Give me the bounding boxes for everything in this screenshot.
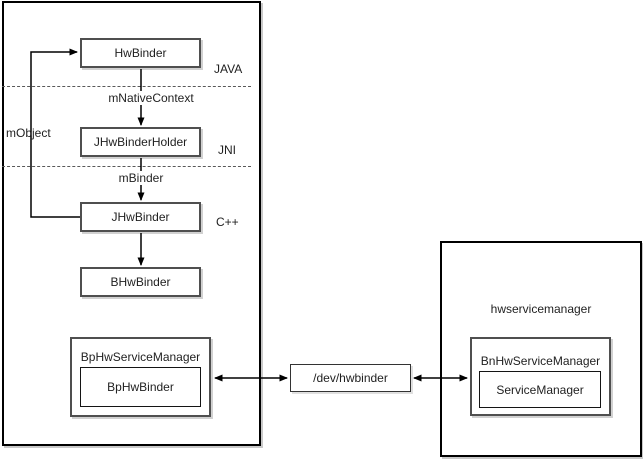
java-jni-divider [2,86,251,87]
edge-label-mobject: mObject [6,126,51,140]
hwservicemanager-region-label: hwservicemanager [490,302,592,316]
node-bphwbinder: BpHwBinder [80,367,201,407]
node-bphwservicemanager: BpHwServiceManager BpHwBinder [70,337,211,417]
edge-label-mbinder: mBinder [115,171,167,185]
layer-label-cpp: C++ [216,215,239,229]
node-dev-hwbinder: /dev/hwbinder [290,364,411,392]
node-bnhwservicemanager: BnHwServiceManager ServiceManager [470,337,611,416]
node-bhwbinder-label: BHwBinder [110,275,171,289]
node-jhwbinderholder-label: JHwBinderHolder [93,135,188,149]
node-jhwbinderholder: JHwBinderHolder [80,127,201,157]
node-bphwservicemanager-label: BpHwServiceManager [80,350,201,364]
node-bhwbinder: BHwBinder [80,267,201,297]
jni-cpp-divider [2,166,251,167]
node-dev-hwbinder-label: /dev/hwbinder [313,371,388,385]
node-hwbinder: HwBinder [80,38,201,68]
edge-label-mnativecontext: mNativeContext [104,91,198,105]
layer-label-java: JAVA [214,62,243,76]
node-servicemanager: ServiceManager [479,371,601,408]
node-servicemanager-label: ServiceManager [496,382,584,397]
layer-label-jni: JNI [218,143,236,157]
node-bnhwservicemanager-label: BnHwServiceManager [480,354,601,368]
node-bphwbinder-label: BpHwBinder [107,380,174,394]
node-hwbinder-label: HwBinder [114,46,167,60]
node-jhwbinder-label: JHwBinder [111,210,170,224]
node-jhwbinder: JHwBinder [80,202,201,232]
